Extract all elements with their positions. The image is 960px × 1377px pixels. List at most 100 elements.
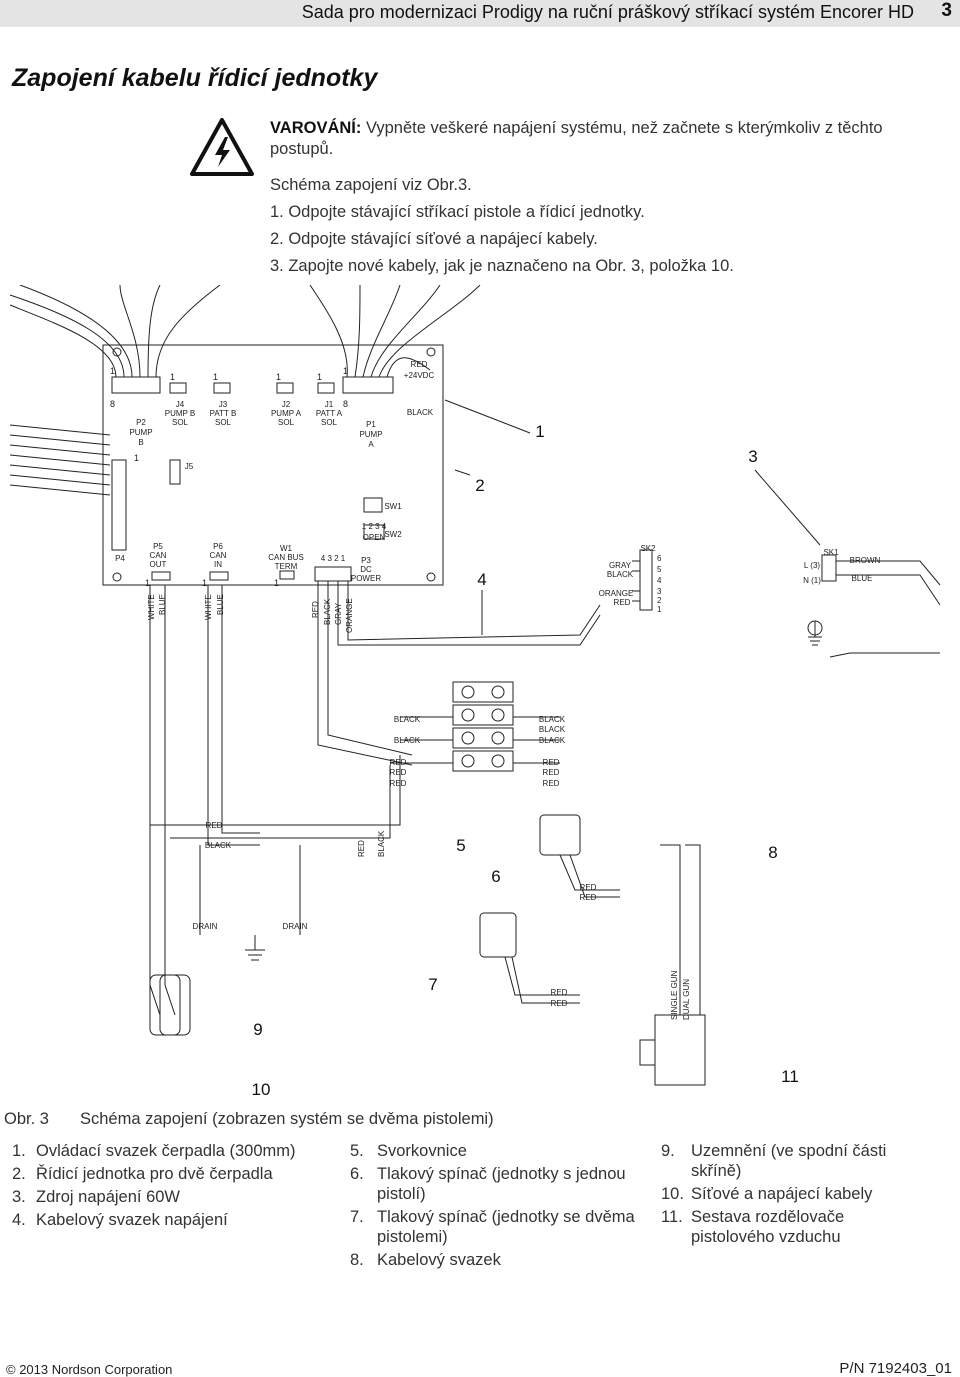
board-label: TERM [275,562,298,571]
wire-label: BLACK [377,830,386,857]
board-label: J1 [325,400,334,409]
callout-9: 9 [253,1020,262,1039]
legend-item: 6.Tlakový spínač (jednotky s jednou pist… [350,1165,626,1203]
connector-j5 [169,459,181,485]
pin-mark: 1 [343,366,348,376]
pin-mark: 1 [145,578,150,588]
callout-11: 11 [781,1067,799,1086]
board-label: A [368,440,374,449]
pin-mark: 1 [274,578,279,588]
wire-label: BLUE [158,594,167,615]
figure-caption: Schéma zapojení (zobrazen systém se dvěm… [80,1110,494,1128]
board-label: B [138,438,143,447]
wire-label: RED [390,758,407,767]
wire-label: BLACK [539,736,566,745]
board-label: PUMP [129,428,152,437]
board-label: J5 [185,462,194,471]
wire-label: RED [580,893,597,902]
connector-p4 [111,459,127,551]
connector-j1 [317,382,335,394]
connector-p1 [342,376,394,394]
callout-3: 3 [748,447,757,466]
pin-mark: 1 [276,372,281,382]
connector-w1 [279,570,295,580]
terminal-block [452,681,514,703]
wire-label: BLUE [216,594,225,615]
board-label: SOL [278,418,295,427]
wire-label: SINGLE GUN [670,970,679,1020]
board-label: J2 [282,400,291,409]
wire-label: BLACK [205,841,232,850]
board-label: P3 [361,556,371,565]
board-label: W1 [280,544,293,553]
header-title: Sada pro modernizaci Prodigy na ruční pr… [301,2,914,22]
switch-sw2 [363,524,385,540]
callout-arrow-3 [754,469,821,546]
board-label: CAN [210,551,227,560]
step-item: 3. Zapojte nové kabely, jak je naznačeno… [270,257,734,275]
wire-label: BLACK [323,598,332,625]
warning-block: VAROVÁNÍ: Vypněte veškeré napájení systé… [270,118,920,160]
board-label: OUT [150,560,167,569]
board-label: DC [360,565,372,574]
callout-4: 4 [477,570,486,589]
warning-text: Vypněte veškeré napájení systému, než za… [270,119,883,158]
mount-hole [112,572,122,582]
pin-mark: 8 [110,399,115,409]
board-label: P6 [213,542,223,551]
wire-label: DUAL GUN [682,979,691,1020]
wire-label: ORANGE [599,589,634,598]
mount-hole [426,347,436,357]
sk2-pin: 5 [657,565,662,574]
pin-mark: 1 [170,372,175,382]
legend-item: 4.Kabelový svazek napájení [12,1211,228,1229]
legend-item: 9.Uzemnění (ve spodní části skříně) [661,1142,887,1180]
connector-j2 [276,382,294,394]
pin-mark: 1 [213,372,218,382]
wire-label: RED [543,779,560,788]
high-voltage-warning-icon [190,118,254,176]
wire-label: BLACK [539,715,566,724]
switch-sw1 [363,497,383,513]
board-label: P1 [366,420,376,429]
callout-6: 6 [491,867,500,886]
sk2-pin: 3 [657,587,662,596]
callout-8: 8 [768,843,777,862]
page-header: Sada pro modernizaci Prodigy na ruční pr… [0,0,960,27]
connector-p3 [314,566,352,582]
page-number: 3 [941,0,952,21]
wire-label: BLACK [407,408,434,417]
board-label: SW1 [384,502,402,511]
wire-label: RED [411,360,428,369]
board-label: SOL [215,418,232,427]
wire-label: BLUE [852,574,873,583]
step-item: 1. Odpojte stávající stříkací pistole a … [270,203,645,221]
legend-item: 5.Svorkovnice [350,1142,467,1160]
wire-label: BLACK [394,736,421,745]
board-label: PATT B [210,409,237,418]
wire-label: RED [551,988,568,997]
wire-label: BLACK [539,725,566,734]
wire-label: ORANGE [345,598,354,633]
callout-7: 7 [428,975,437,994]
wire-label: DRAIN [193,922,218,931]
wire-label: RED [543,768,560,777]
legend-item: 8.Kabelový svazek [350,1251,501,1269]
board-label: L (3) [804,561,820,570]
callout-5: 5 [456,836,465,855]
board-label: PUMP B [165,409,196,418]
wiring-diagram: 1 1 1 1 1 1 8 8 1 1 1 1 P2 PUMP B J4 PUM… [9,285,941,1099]
board-label: CAN [150,551,167,560]
wire-label: RED [357,840,366,857]
board-label: J4 [176,400,185,409]
sk2-pin: 2 [657,596,662,605]
legend-item: 2.Řídicí jednotka pro dvě čerpadla [12,1165,273,1183]
board-label: 4 3 2 1 [321,554,346,563]
board-label: OPEN [363,533,386,542]
wire-label: RED [311,601,320,618]
board-label: N (1) [803,576,821,585]
board-label: PATT A [316,409,343,418]
steps-intro: Schéma zapojení viz Obr.3. [270,176,472,194]
connector-p2 [111,376,161,394]
connector-p5 [151,571,171,581]
